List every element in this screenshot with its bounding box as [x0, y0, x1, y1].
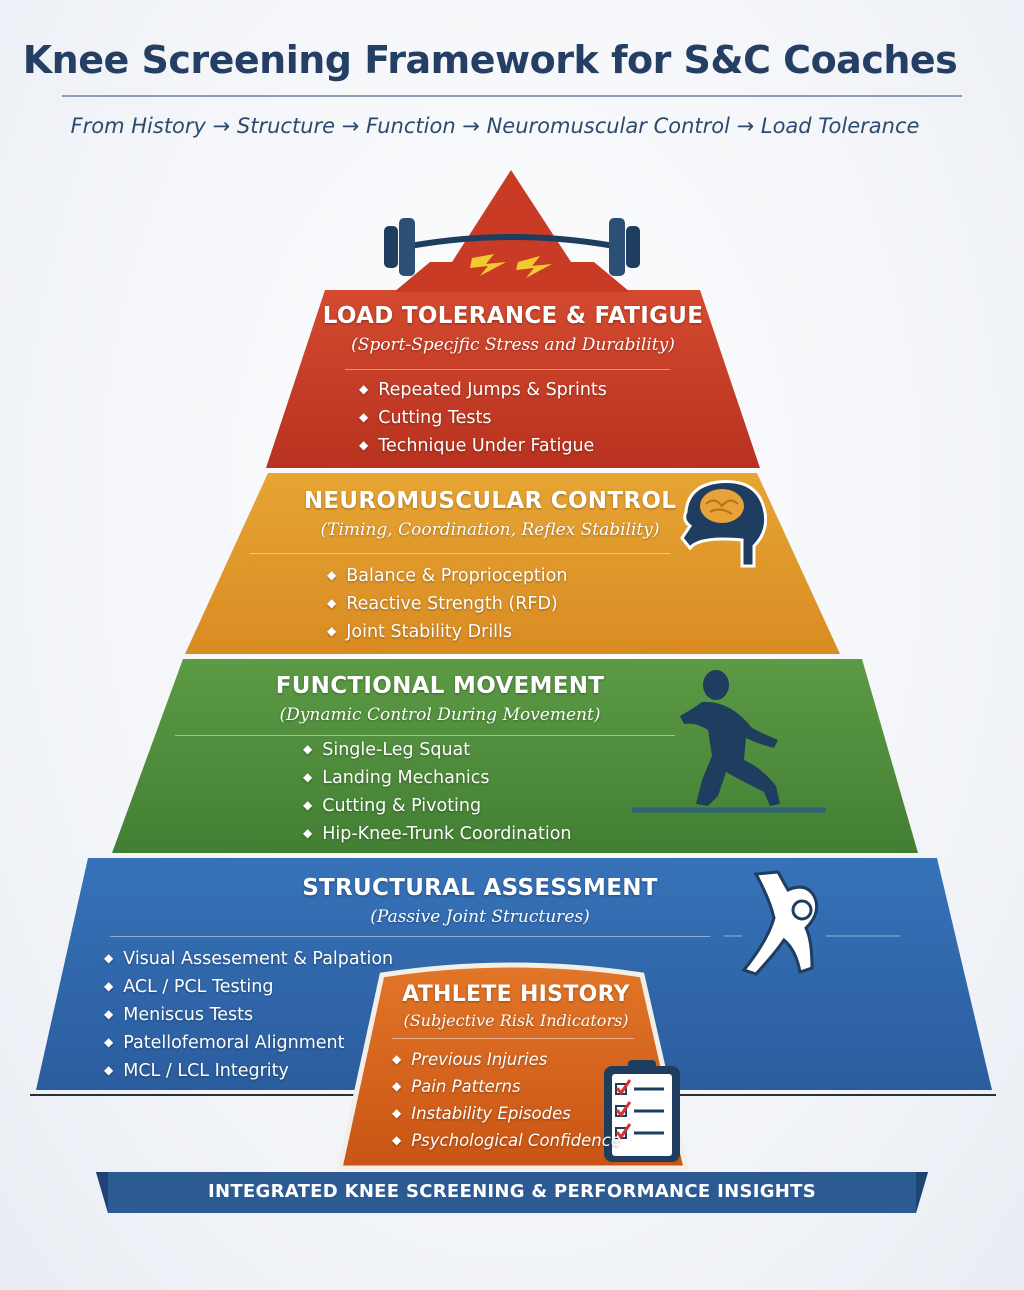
- load-tier-subtitle: (Sport-Specjfic Stress and Durability): [351, 335, 675, 355]
- list-item: MCL / LCL Integrity: [104, 1057, 393, 1085]
- load-tier-heading: LOAD TOLERANCE & FATIGUE (Sport-Specjfic…: [266, 303, 760, 355]
- footer-banner-text: INTEGRATED KNEE SCREENING & PERFORMANCE …: [207, 1181, 816, 1202]
- list-item: Patellofemoral Alignment: [104, 1029, 393, 1057]
- history-tier-list: Previous Injuries Pain Patterns Instabil…: [392, 1046, 621, 1154]
- footer-banner-shape: [96, 1172, 928, 1213]
- athlete-lunge-icon: [632, 670, 826, 813]
- functional-tier-title: FUNCTIONAL MOVEMENT: [275, 673, 605, 699]
- list-item: Joint Stability Drills: [327, 618, 567, 646]
- load-tier-title: LOAD TOLERANCE & FATIGUE: [322, 303, 704, 329]
- structural-tier-list: Visual Assesement & Palpation ACL / PCL …: [104, 945, 393, 1085]
- list-item: Cutting & Pivoting: [303, 792, 572, 820]
- list-item: Single-Leg Squat: [303, 736, 572, 764]
- load-tier-divider: [345, 369, 670, 370]
- list-item: Previous Injuries: [392, 1046, 621, 1073]
- barbell-icon: [384, 218, 640, 278]
- page-subtitle: From History → Structure → Function → Ne…: [70, 114, 920, 138]
- neuro-tier-title: NEUROMUSCULAR CONTROL: [303, 488, 677, 514]
- history-tier-title: ATHLETE HISTORY: [402, 982, 630, 1007]
- list-item: Psychological Confidence: [392, 1127, 621, 1154]
- neuro-tier-heading: NEUROMUSCULAR CONTROL (Timing, Coordinat…: [250, 488, 730, 540]
- list-item: ACL / PCL Testing: [104, 973, 393, 1001]
- structural-tier-heading: STRUCTURAL ASSESSMENT (Passive Joint Str…: [240, 875, 720, 927]
- brain-head-icon: [680, 480, 768, 568]
- list-item: Repeated Jumps & Sprints: [359, 376, 607, 404]
- functional-tier-list: Single-Leg Squat Landing Mechanics Cutti…: [303, 736, 572, 848]
- structural-tier-subtitle: (Passive Joint Structures): [370, 907, 590, 927]
- structural-tier-divider: [110, 936, 710, 937]
- neuro-tier-subtitle: (Timing, Coordination, Reflex Stability): [320, 520, 660, 540]
- list-item: Pain Patterns: [392, 1073, 621, 1100]
- load-tier-list: Repeated Jumps & Sprints Cutting Tests T…: [359, 376, 607, 460]
- history-tier-subtitle: (Subjective Risk Indicators): [403, 1011, 629, 1030]
- list-item: Technique Under Fatigue: [359, 432, 607, 460]
- structural-tier-title: STRUCTURAL ASSESSMENT: [302, 875, 658, 901]
- list-item: Cutting Tests: [359, 404, 607, 432]
- functional-tier-subtitle: (Dynamic Control During Movement): [279, 705, 601, 725]
- neuro-tier-list: Balance & Proprioception Reactive Streng…: [327, 562, 567, 646]
- list-item: Meniscus Tests: [104, 1001, 393, 1029]
- page-title: Knee Screening Framework for S&C Coaches: [22, 38, 958, 82]
- functional-tier-heading: FUNCTIONAL MOVEMENT (Dynamic Control Dur…: [200, 673, 680, 725]
- list-item: Balance & Proprioception: [327, 562, 567, 590]
- history-tier-heading: ATHLETE HISTORY (Subjective Risk Indicat…: [380, 982, 652, 1030]
- list-item: Hip-Knee-Trunk Coordination: [303, 820, 571, 848]
- list-item: Instability Episodes: [392, 1100, 621, 1127]
- list-item: Landing Mechanics: [303, 764, 572, 792]
- neuro-tier-divider: [250, 553, 670, 554]
- list-item: Visual Assesement & Palpation: [104, 945, 393, 973]
- list-item: Reactive Strength (RFD): [327, 590, 567, 618]
- clipboard-checklist-icon: [604, 1060, 680, 1162]
- title-divider: [62, 95, 962, 97]
- history-tier-divider: [392, 1038, 634, 1039]
- pyramid-apex: [452, 170, 571, 262]
- knee-joint-icon: [724, 870, 900, 976]
